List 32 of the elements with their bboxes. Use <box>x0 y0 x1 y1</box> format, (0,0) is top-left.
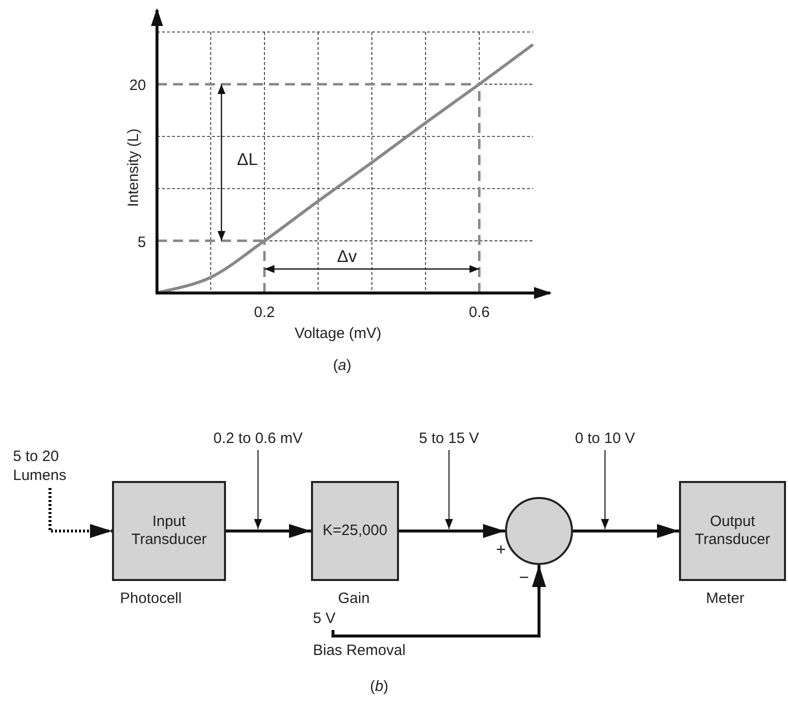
leader-arrow <box>445 450 453 530</box>
annotation: + <box>496 540 506 560</box>
annotation: Δv <box>337 247 357 268</box>
block-caption: Photocell <box>120 590 182 608</box>
annotation: (a) <box>333 357 352 375</box>
leader-arrow <box>254 450 262 530</box>
signal-arrow <box>226 524 311 538</box>
annotation: ΔL <box>237 150 258 170</box>
signal-arrow <box>332 565 546 638</box>
block-caption: Meter <box>706 590 744 608</box>
signal-label: 0 to 10 V <box>557 430 653 449</box>
tick-label: 20 <box>129 77 146 94</box>
signal-label: 0.2 to 0.6 mV <box>193 430 323 449</box>
tick-label: 0.6 <box>468 304 490 321</box>
signal-arrow <box>48 488 112 538</box>
axis-title: Intensity (L) <box>125 128 142 207</box>
annotation: (b) <box>370 678 388 696</box>
signal-arrow <box>399 524 505 538</box>
signal-label: 5 to 20 Lumens <box>13 448 87 486</box>
signal-label: 5 V <box>313 610 353 629</box>
block-caption: Gain <box>338 590 370 608</box>
leader-arrow <box>601 450 609 530</box>
tick-label: 5 <box>138 234 146 251</box>
signal-arrow <box>573 524 679 538</box>
process-box: Input Transducer <box>112 481 226 581</box>
tick-label: 0.2 <box>254 304 275 321</box>
block-caption: Bias Removal <box>313 642 406 660</box>
signal-label: 5 to 15 V <box>400 430 498 449</box>
annotation: − <box>519 568 529 588</box>
axis-title: Voltage (mV) <box>294 325 382 342</box>
process-box: K=25,000 <box>311 481 399 581</box>
process-box: Output Transducer <box>679 481 786 581</box>
